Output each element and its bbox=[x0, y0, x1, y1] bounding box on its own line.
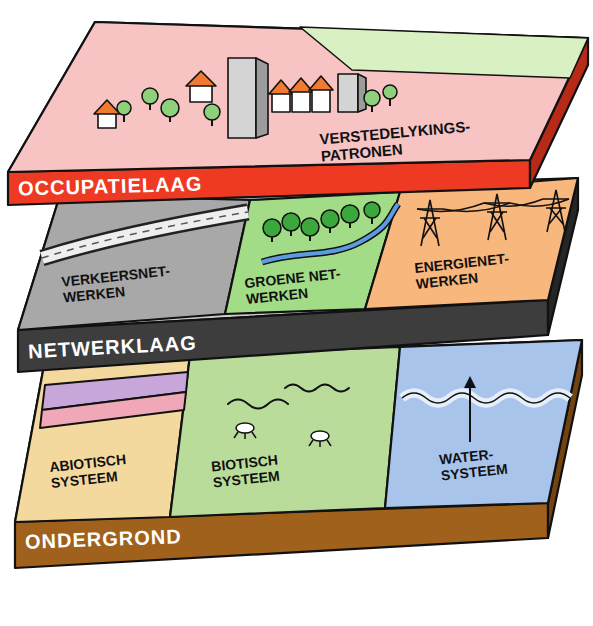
layer-slab: ONDERGRONDABIOTISCH SYSTEEMBIOTISCH SYST… bbox=[15, 340, 582, 568]
shape-outline bbox=[8, 22, 588, 172]
shape-outline bbox=[170, 347, 400, 517]
region: WATER- SYSTEEM bbox=[385, 340, 582, 508]
shape-outline bbox=[18, 195, 250, 330]
region: BIOTISCH SYSTEEM bbox=[170, 347, 400, 517]
face bbox=[8, 22, 588, 172]
layer-name: OCCUPATIELAAG bbox=[18, 173, 203, 201]
region: ENERGIENET- WERKEN bbox=[365, 178, 578, 309]
face bbox=[15, 340, 582, 522]
layer-slab: OCCUPATIELAAGVERSTEDELYKINGS- PATRONEN bbox=[8, 22, 588, 205]
face bbox=[365, 178, 578, 309]
face bbox=[15, 355, 190, 522]
region: VERSTEDELYKINGS- PATRONEN bbox=[8, 22, 588, 172]
shape-outline bbox=[385, 340, 582, 508]
text-holder: OCCUPATIELAAG bbox=[18, 173, 203, 201]
region: VERKEERSNET- WERKEN bbox=[18, 195, 250, 330]
shape-outline bbox=[15, 355, 190, 522]
face bbox=[385, 340, 582, 508]
face bbox=[18, 195, 250, 330]
region: ABIOTISCH SYSTEEM bbox=[15, 355, 190, 522]
shape-outline bbox=[365, 178, 578, 309]
layer-slab: NETWERKLAAGVERKEERSNET- WERKENGROENE NET… bbox=[18, 178, 578, 372]
face bbox=[8, 22, 588, 172]
face bbox=[170, 347, 400, 517]
